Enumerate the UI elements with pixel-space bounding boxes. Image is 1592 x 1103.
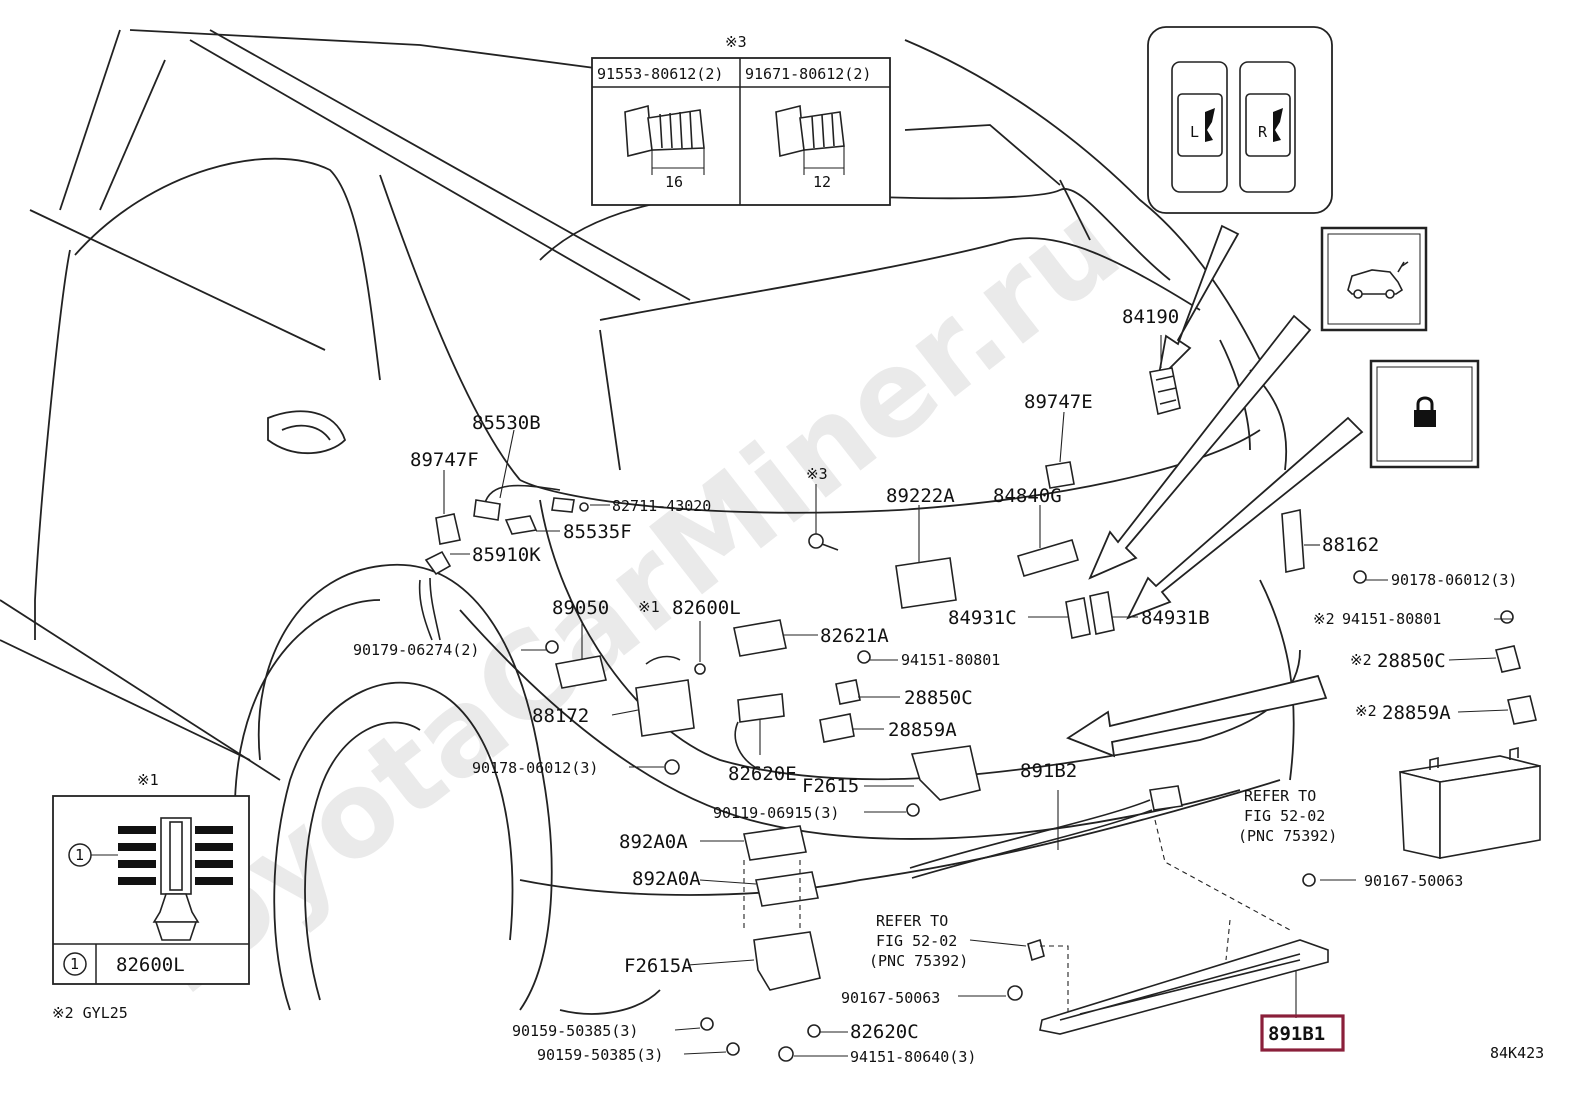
- note-marker-2a: ※2: [1313, 610, 1335, 628]
- component-drawings: [418, 367, 1541, 1062]
- clip-legend-part-number: 82600L: [116, 954, 185, 976]
- footnote: ※2 GYL25: [52, 1004, 128, 1022]
- part-label-89222A: 89222A: [886, 485, 955, 507]
- fastener-left-length: 16: [665, 173, 683, 191]
- part-label-94151-80801-b: 94151-80801: [901, 651, 1000, 669]
- clip-reference-box: ※1 1 1 82600L: [52, 771, 250, 985]
- lock-icon-box: [1369, 359, 1480, 469]
- back-door-icon: [1347, 261, 1409, 295]
- arrow-icon: [1066, 674, 1328, 758]
- part-label-89747E: 89747E: [1024, 391, 1093, 413]
- refer-note-2-line-2: FIG 52-02: [876, 932, 957, 950]
- arrow-icon: [1126, 416, 1364, 620]
- fastener-box-note: ※3: [725, 33, 747, 51]
- part-label-90167-50063-a: 90167-50063: [1364, 872, 1463, 890]
- note-marker-2b: ※2: [1350, 651, 1372, 669]
- part-label-90159-50385-b: 90159-50385(3): [537, 1046, 663, 1064]
- refer-note-1-line-1: REFER TO: [1244, 787, 1316, 805]
- part-label-89747F: 89747F: [410, 449, 479, 471]
- clip-box-note: ※1: [137, 771, 159, 789]
- part-label-85535F: 85535F: [563, 521, 632, 543]
- part-label-82621A: 82621A: [820, 625, 889, 647]
- refer-note-2-line-1: REFER TO: [876, 912, 948, 930]
- fastener-right-length: 12: [813, 173, 831, 191]
- flange-bolt-icon: 16: [624, 104, 705, 191]
- part-label-90167-50063-b: 90167-50063: [841, 989, 940, 1007]
- part-label-82620C: 82620C: [850, 1021, 919, 1043]
- note-marker-2c: ※2: [1355, 702, 1377, 720]
- part-label-94151-80801-a: 94151-80801: [1342, 610, 1441, 628]
- fastener-right-part-number: 91671-80612(2): [745, 65, 871, 83]
- part-label-82620E: 82620E: [728, 763, 797, 785]
- refer-note-2-line-3: (PNC 75392): [869, 952, 968, 970]
- seat-fold-icon: [1205, 108, 1215, 142]
- part-label-85530B: 85530B: [472, 412, 541, 434]
- fastener-reference-box: ※3 91553-80612(2) 91671-80612(2) 16 12: [591, 33, 891, 206]
- arrow-icon: [1088, 314, 1312, 580]
- arrow-icon: [1156, 224, 1240, 383]
- part-label-90178-06012-a: 90178-06012(3): [1391, 571, 1517, 589]
- power-back-door-icon-box: [1320, 226, 1428, 332]
- part-label-82711-43020: 82711-43020: [612, 497, 711, 515]
- clip-legend-number: 1: [70, 955, 79, 973]
- part-label-89050: 89050: [552, 597, 609, 619]
- watermark: ToyotaCarMiner.ru: [102, 176, 1144, 1033]
- figure-code: 84K423: [1490, 1044, 1544, 1062]
- part-label-28850C-right: 28850C: [1377, 650, 1446, 672]
- seat-switch-panel: L R: [1147, 26, 1333, 214]
- flange-bolt-icon: 12: [775, 104, 845, 191]
- part-label-84840G: 84840G: [993, 485, 1062, 507]
- part-label-82600L: 82600L: [672, 597, 741, 619]
- part-label-892A0A-1: 892A0A: [619, 831, 688, 853]
- part-label-84931B: 84931B: [1141, 607, 1210, 629]
- refer-note-1-line-3: (PNC 75392): [1238, 827, 1337, 845]
- clip-callout-number: 1: [75, 846, 84, 864]
- part-label-90178-06012-b: 90178-06012(3): [472, 759, 598, 777]
- battery-icon: [1399, 746, 1541, 859]
- highlighted-part-box: [1260, 1014, 1345, 1052]
- part-label-F2615A: F2615A: [624, 955, 693, 977]
- part-label-28859A-right: 28859A: [1382, 702, 1451, 724]
- seat-fold-icon: [1273, 108, 1283, 142]
- clip-icon: [118, 817, 233, 941]
- part-label-892A0A-2: 892A0A: [632, 868, 701, 890]
- note-marker-1: ※1: [638, 598, 660, 616]
- switch-left-label: L: [1190, 123, 1199, 141]
- part-label-88162: 88162: [1322, 534, 1379, 556]
- part-label-90159-50385-a: 90159-50385(3): [512, 1022, 638, 1040]
- part-label-90179-06274: 90179-06274(2): [353, 641, 479, 659]
- part-label-28859A: 28859A: [888, 719, 957, 741]
- lock-icon: [1414, 396, 1436, 427]
- part-label-28850C: 28850C: [904, 687, 973, 709]
- switch-right-label: R: [1258, 123, 1268, 141]
- part-label-84190: 84190: [1122, 306, 1179, 328]
- part-label-85910K: 85910K: [472, 544, 541, 566]
- vehicle-body-outline: [0, 29, 1301, 1015]
- note-marker-3: ※3: [806, 465, 828, 483]
- refer-note-1-line-2: FIG 52-02: [1244, 807, 1325, 825]
- part-label-F2615: F2615: [802, 775, 859, 797]
- part-label-94151-80640: 94151-80640(3): [850, 1048, 976, 1066]
- part-number-labels: 84190 89747E 85530B 89747F 82711-43020 8…: [353, 306, 1517, 1066]
- part-label-891B1: 891B1: [1268, 1023, 1325, 1045]
- part-label-84931C: 84931C: [948, 607, 1017, 629]
- part-label-90119-06915: 90119-06915(3): [713, 804, 839, 822]
- part-label-88172: 88172: [532, 705, 589, 727]
- part-label-891B2: 891B2: [1020, 760, 1077, 782]
- leader-lines: [443, 335, 1512, 1057]
- fastener-left-part-number: 91553-80612(2): [597, 65, 723, 83]
- direction-arrows: [1066, 224, 1364, 758]
